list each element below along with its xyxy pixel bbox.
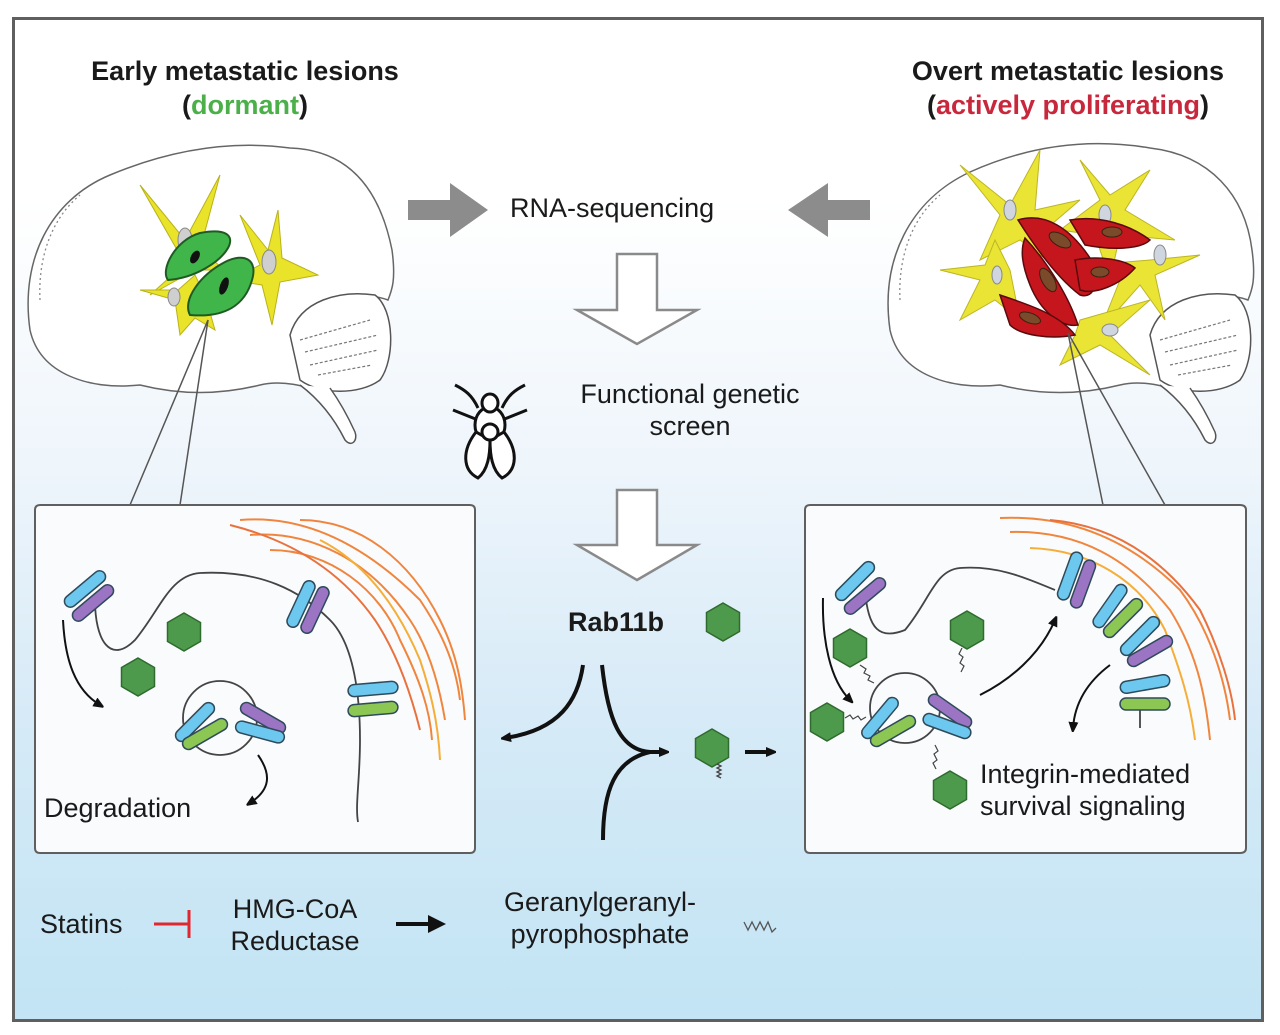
label-hmg-coa-reductase: HMG-CoA Reductase <box>200 893 390 957</box>
statin-inhibition-line <box>154 910 191 938</box>
title-early-line2: (dormant) <box>35 88 455 122</box>
label-integrin-line1: Integrin-mediated <box>980 759 1191 789</box>
branch-arrows <box>505 664 772 841</box>
label-statins: Statins <box>40 909 123 939</box>
right-detail-panel <box>804 504 1247 854</box>
label-ggpp-line2: pyrophosphate <box>510 919 690 949</box>
brain-right <box>887 142 1255 506</box>
paren-close: ) <box>299 90 308 120</box>
label-enzyme-line2: Reductase <box>230 926 360 956</box>
prenylated-rab11b-vesicle <box>809 610 985 810</box>
title-early-lesions: Early metastatic lesions (dormant) <box>35 54 455 122</box>
left-detail-panel <box>34 504 476 854</box>
label-functional-genetic-screen: Functional genetic screen <box>550 378 830 442</box>
paren-close: ) <box>1200 90 1210 120</box>
prenylated-rab11b-icon <box>694 728 730 779</box>
geranylgeranyl-chain-icon <box>743 920 777 934</box>
label-ggpp: Geranylgeranyl- pyrophosphate <box>470 886 730 950</box>
label-ggpp-line1: Geranylgeranyl- <box>503 887 697 917</box>
label-rna-sequencing: RNA-sequencing <box>510 193 715 223</box>
paren-open: ( <box>182 90 191 120</box>
gray-arrow-right <box>408 183 488 237</box>
hollow-arrow-down-2 <box>572 488 702 582</box>
integrin-dimers <box>63 570 399 751</box>
fly-icon <box>452 383 528 480</box>
title-overt-line1: Overt metastatic lesions <box>911 56 1225 86</box>
gray-arrow-left <box>788 183 870 237</box>
hollow-arrow-down-1 <box>572 252 702 346</box>
rab11b-hexagon-icon <box>705 602 741 642</box>
label-degradation: Degradation <box>44 793 192 823</box>
label-enzyme-line1: HMG-CoA <box>232 894 358 924</box>
ecm-fibers <box>229 518 466 761</box>
label-screen-line2: screen <box>649 411 731 441</box>
title-overt-line2: (actively proliferating) <box>858 88 1278 122</box>
state-dormant: dormant <box>191 90 299 120</box>
label-screen-line1: Functional genetic <box>580 379 800 409</box>
title-early-line1: Early metastatic lesions <box>91 56 399 86</box>
dormant-tumor-cells <box>164 230 255 317</box>
integrin-cluster <box>834 551 1174 748</box>
pathway-arrow <box>396 915 446 933</box>
paren-open: ( <box>926 90 936 120</box>
label-rab11b: Rab11b <box>568 607 665 637</box>
label-integrin-survival-signaling: Integrin-mediated survival signaling <box>980 758 1190 822</box>
brain-left <box>27 144 395 506</box>
title-overt-lesions: Overt metastatic lesions (actively proli… <box>858 54 1278 122</box>
label-integrin-line2: survival signaling <box>980 791 1186 821</box>
state-actively-proliferating: actively proliferating <box>935 90 1201 120</box>
